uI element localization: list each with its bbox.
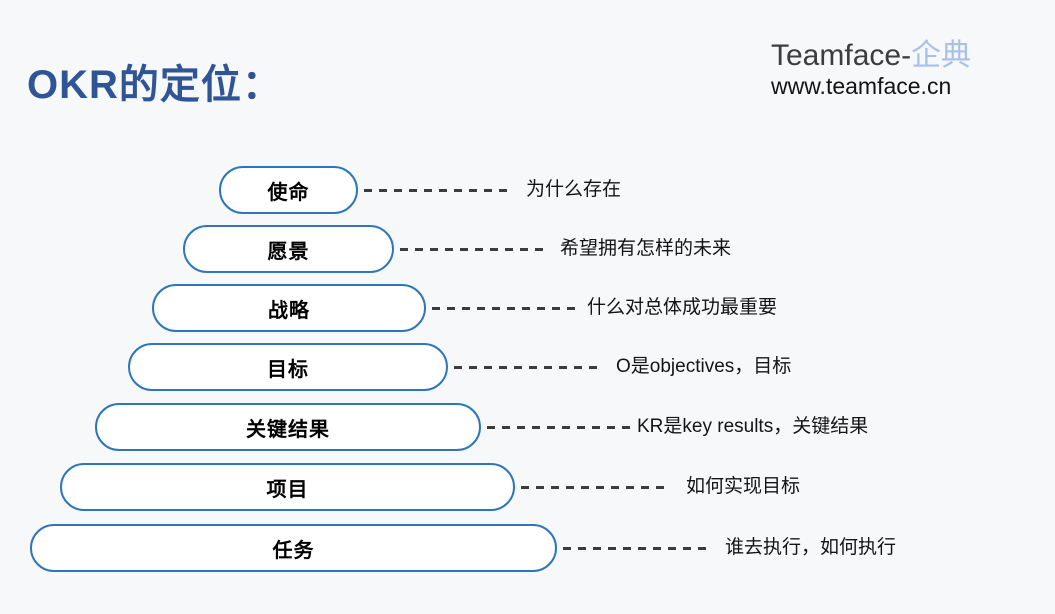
- brand-name-cn: 企典: [911, 39, 972, 72]
- level-description: 如何实现目标: [686, 476, 801, 497]
- pyramid-level-label: 战略: [268, 299, 310, 322]
- pyramid-row: 使命 为什么存在: [0, 166, 1055, 214]
- pyramid-level-label: 项目: [266, 478, 309, 501]
- pyramid-level-label: 目标: [267, 358, 309, 381]
- page-title: OKR的定位：: [27, 63, 283, 107]
- pyramid-level-pill: 项目: [60, 463, 515, 511]
- pyramid-level-label: 关键结果: [246, 418, 330, 441]
- pyramid-level-pill: 任务: [30, 524, 557, 572]
- pyramid-row: 关键结果 KR是key results，关键结果: [0, 403, 1055, 451]
- connector-dashed-line: [454, 366, 604, 369]
- brand-logo: Teamface-企典 www.teamface.cn: [771, 38, 971, 100]
- connector-dashed-line: [364, 189, 514, 192]
- pyramid-row: 目标 O是objectives，目标: [0, 343, 1055, 391]
- level-description: O是objectives，目标: [616, 356, 792, 377]
- pyramid-level-pill: 关键结果: [95, 403, 481, 451]
- level-description: 为什么存在: [526, 179, 622, 200]
- pyramid-level-pill: 愿景: [183, 225, 394, 273]
- level-description: 什么对总体成功最重要: [587, 297, 778, 318]
- brand-url: www.teamface.cn: [771, 73, 952, 99]
- level-description: 希望拥有怎样的未来: [560, 238, 732, 259]
- brand-name: Teamface-企典: [771, 38, 971, 73]
- pyramid-level-pill: 目标: [128, 343, 448, 391]
- pyramid-level-label: 任务: [272, 539, 315, 562]
- pyramid-row: 战略 什么对总体成功最重要: [0, 284, 1055, 332]
- pyramid-level-pill: 战略: [152, 284, 426, 332]
- connector-dashed-line: [432, 307, 575, 310]
- connector-dashed-line: [563, 547, 711, 550]
- connector-dashed-line: [487, 426, 633, 429]
- pyramid-level-label: 使命: [267, 181, 310, 204]
- brand-name-latin: Teamface-: [771, 39, 912, 72]
- connector-dashed-line: [400, 248, 548, 251]
- level-description: KR是key results，关键结果: [637, 416, 869, 437]
- pyramid-level-label: 愿景: [267, 240, 310, 263]
- pyramid-level-pill: 使命: [219, 166, 358, 214]
- pyramid-row: 任务 谁去执行，如何执行: [0, 524, 1055, 572]
- level-description: 谁去执行，如何执行: [725, 537, 897, 558]
- pyramid-row: 项目 如何实现目标: [0, 463, 1055, 511]
- pyramid-row: 愿景 希望拥有怎样的未来: [0, 225, 1055, 273]
- connector-dashed-line: [521, 486, 671, 489]
